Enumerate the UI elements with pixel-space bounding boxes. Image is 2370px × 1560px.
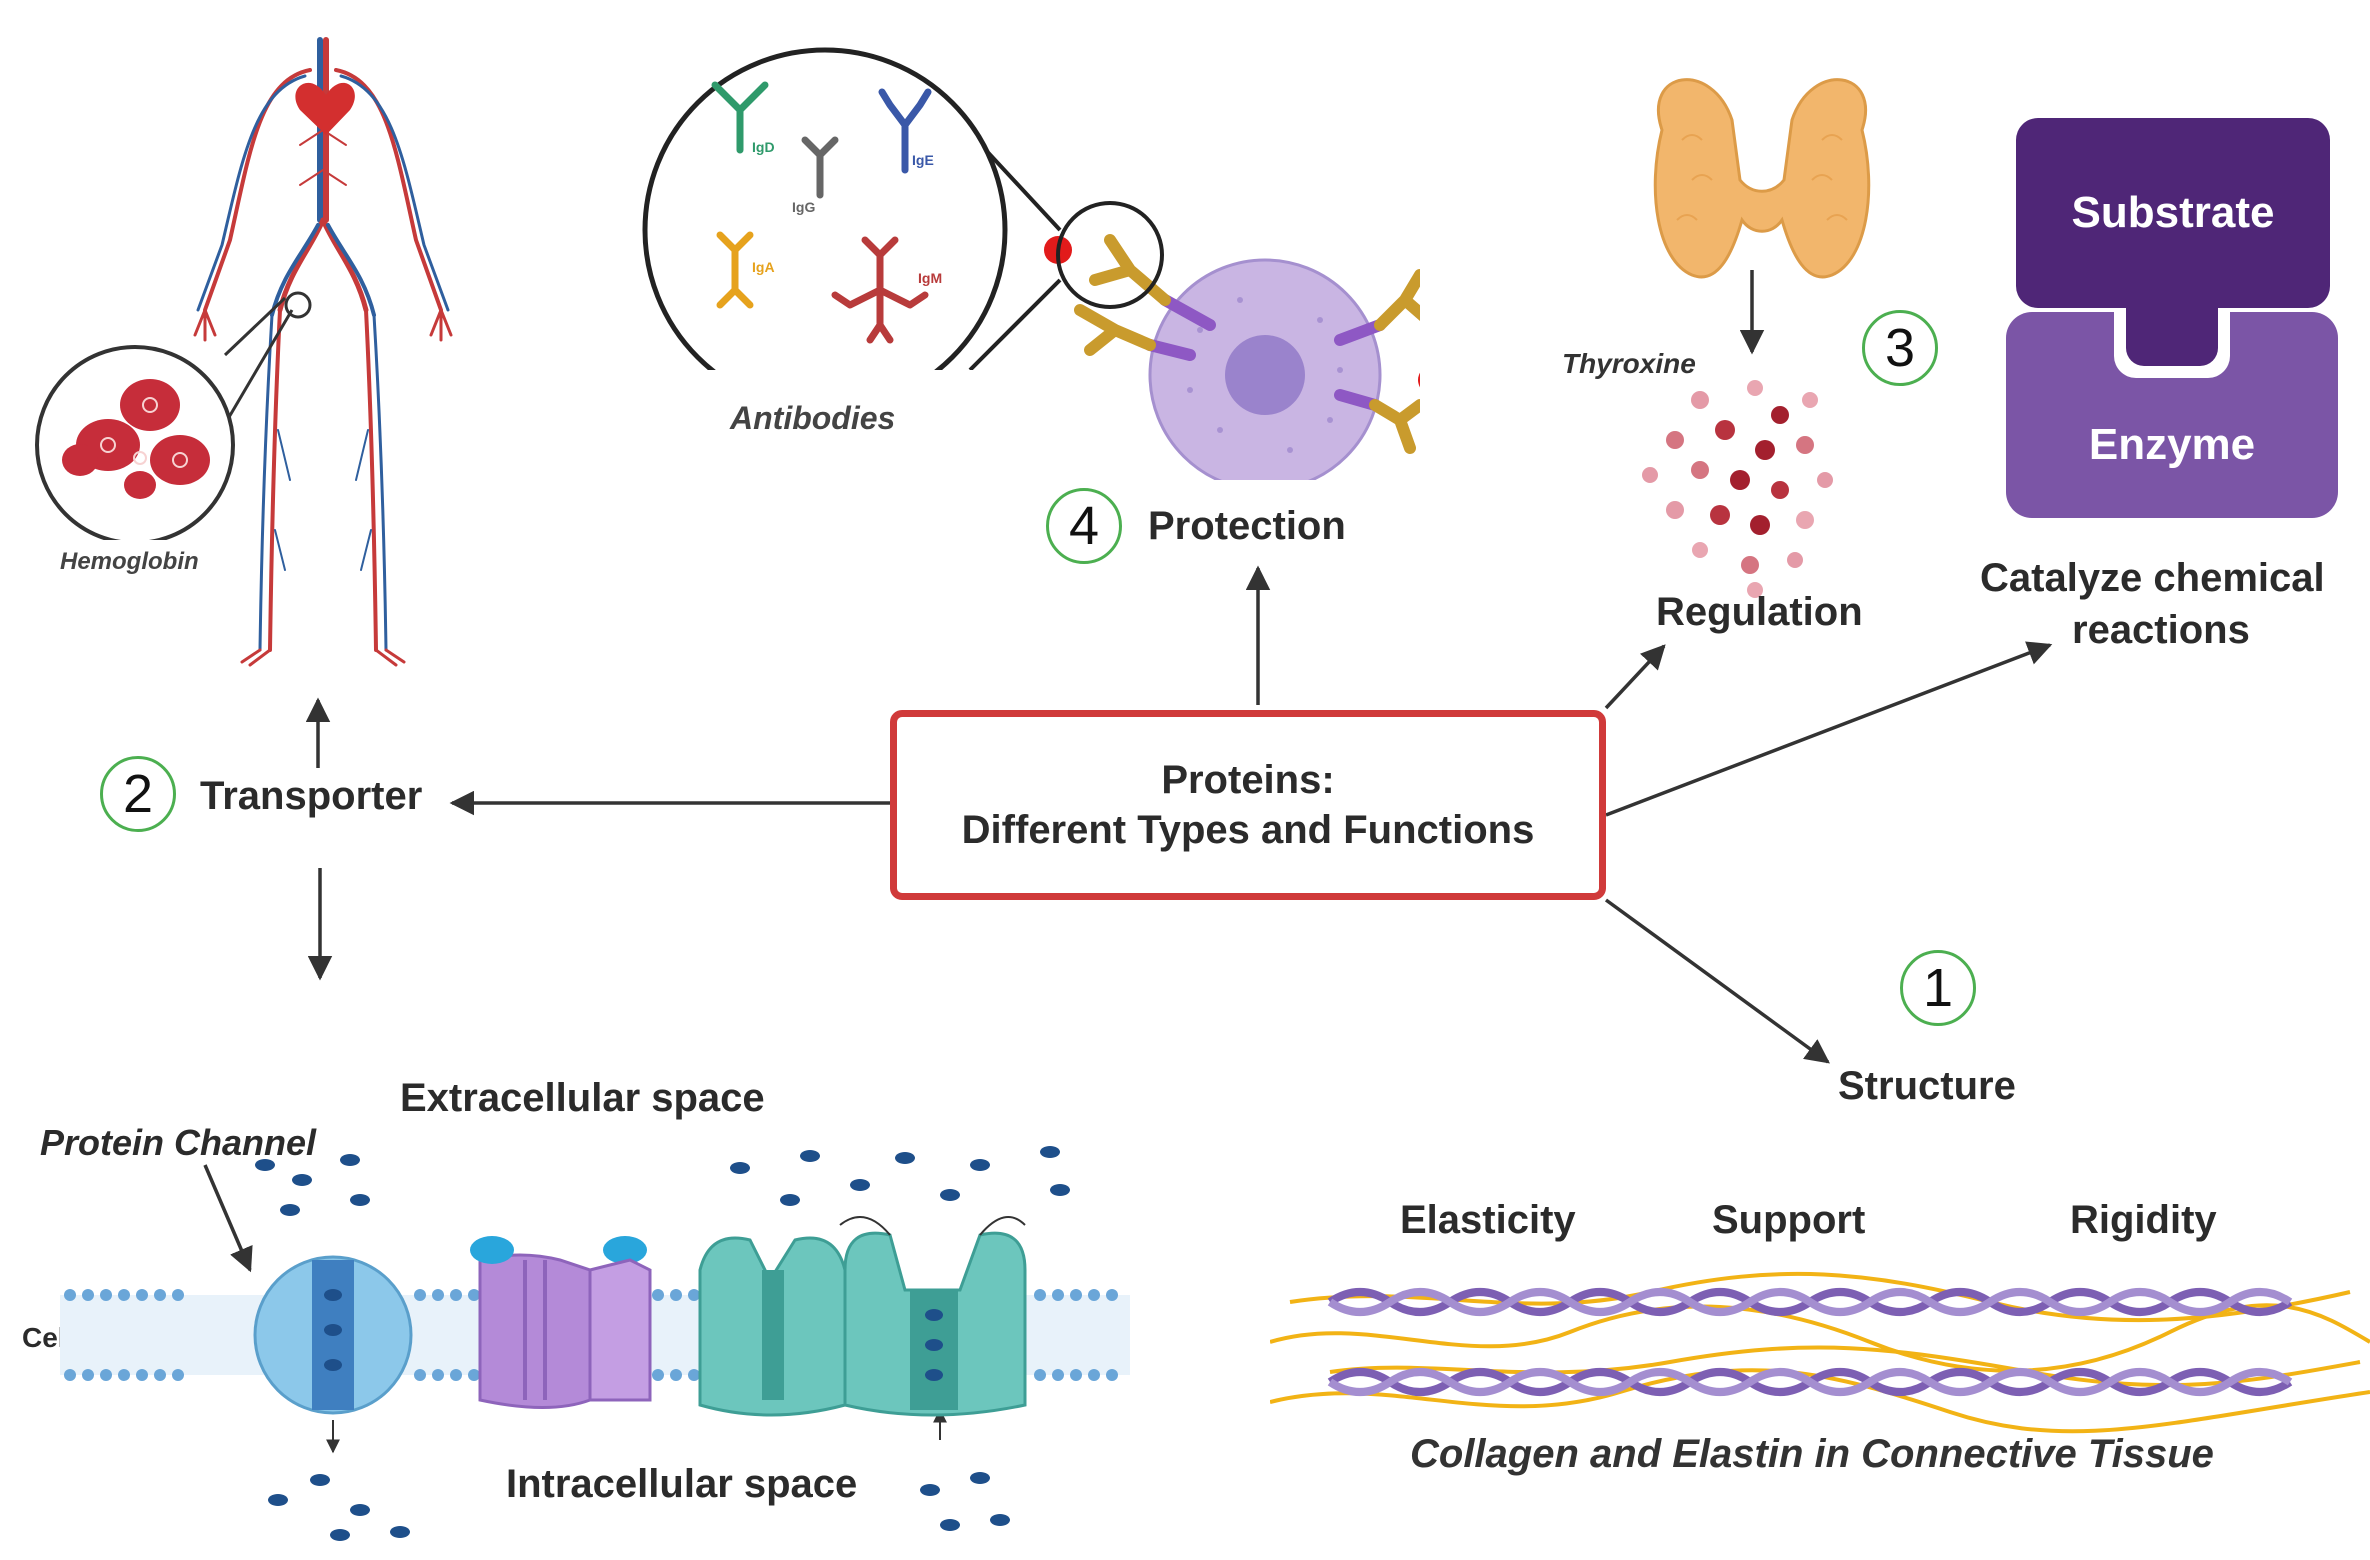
- collagen-strand-lower-b: [1327, 1368, 2293, 1396]
- arrow-protein-channel: [203, 1164, 253, 1273]
- elasticity-label: Elasticity: [1400, 1198, 1576, 1242]
- extracellular-label: Extracellular space: [400, 1076, 765, 1120]
- ige-label: IgE: [912, 152, 934, 168]
- rigidity-label: Rigidity: [2070, 1198, 2217, 1242]
- protection-label: Protection: [1148, 504, 1346, 548]
- hemoglobin-magnifier: [35, 291, 312, 540]
- hemoglobin-label: Hemoglobin: [60, 548, 199, 575]
- center-title-line1: Proteins:: [1161, 758, 1335, 802]
- igg-label: IgG: [792, 199, 815, 215]
- collagen-elastin-fibers: [1270, 1271, 2370, 1434]
- circulatory-system-figure: [193, 37, 453, 667]
- iga-label: IgA: [752, 259, 775, 275]
- igd-antibody-icon: [711, 81, 769, 154]
- substrate-key: [2126, 300, 2218, 366]
- b-cell-figure: [1044, 201, 1420, 480]
- thyroxine-molecules: [1642, 380, 1833, 598]
- iga-antibody-icon: [716, 231, 754, 309]
- connective-tissue-caption: Collagen and Elastin in Connective Tissu…: [1410, 1432, 2214, 1476]
- intracellular-label: Intracellular space: [506, 1462, 858, 1506]
- number-badge-4: 4: [1046, 488, 1122, 564]
- number-badge-1: 1: [1900, 950, 1976, 1026]
- substrate-label: Substrate: [2071, 188, 2275, 237]
- cell-membrane-figure: [60, 1146, 1130, 1541]
- igm-label: IgM: [918, 270, 942, 286]
- ige-antibody-icon: [878, 88, 932, 174]
- igm-antibody-icon: [831, 236, 929, 344]
- purple-transporter-shape: [478, 1253, 592, 1409]
- substrate-block: Substrate: [2016, 118, 2330, 308]
- igg-antibody-icon: [801, 136, 839, 199]
- thyroxine-label: Thyroxine: [1562, 348, 1696, 379]
- igd-label: IgD: [752, 139, 775, 155]
- transporter-label: Transporter: [200, 774, 423, 818]
- catalyze-label-line2: reactions: [2072, 608, 2250, 652]
- collagen-strand-upper-b: [1327, 1288, 2293, 1316]
- number-badge-2: 2: [100, 756, 176, 832]
- arrow-to-structure: [1604, 898, 1830, 1064]
- regulation-label: Regulation: [1656, 590, 1863, 634]
- catalyze-label-line1: Catalyze chemical: [1980, 556, 2325, 600]
- thyroid-gland-figure: [1653, 78, 1871, 279]
- support-label: Support: [1712, 1198, 1866, 1242]
- structure-label: Structure: [1838, 1064, 2016, 1108]
- proteins-center-box: Proteins: Different Types and Functions: [890, 710, 1606, 900]
- antibodies-label: Antibodies: [730, 400, 896, 436]
- antibody-magnifier: IgD IgG IgE IgA IgM: [642, 47, 1062, 370]
- number-badge-3: 3: [1862, 310, 1938, 386]
- heart-icon: [295, 82, 355, 135]
- enzyme-label: Enzyme: [2088, 420, 2256, 469]
- arrow-to-catalysis: [1605, 641, 2053, 817]
- center-title-line2: Different Types and Functions: [961, 808, 1535, 852]
- arrow-to-regulation: [1604, 644, 1666, 710]
- protein-channel-label: Protein Channel: [40, 1122, 317, 1163]
